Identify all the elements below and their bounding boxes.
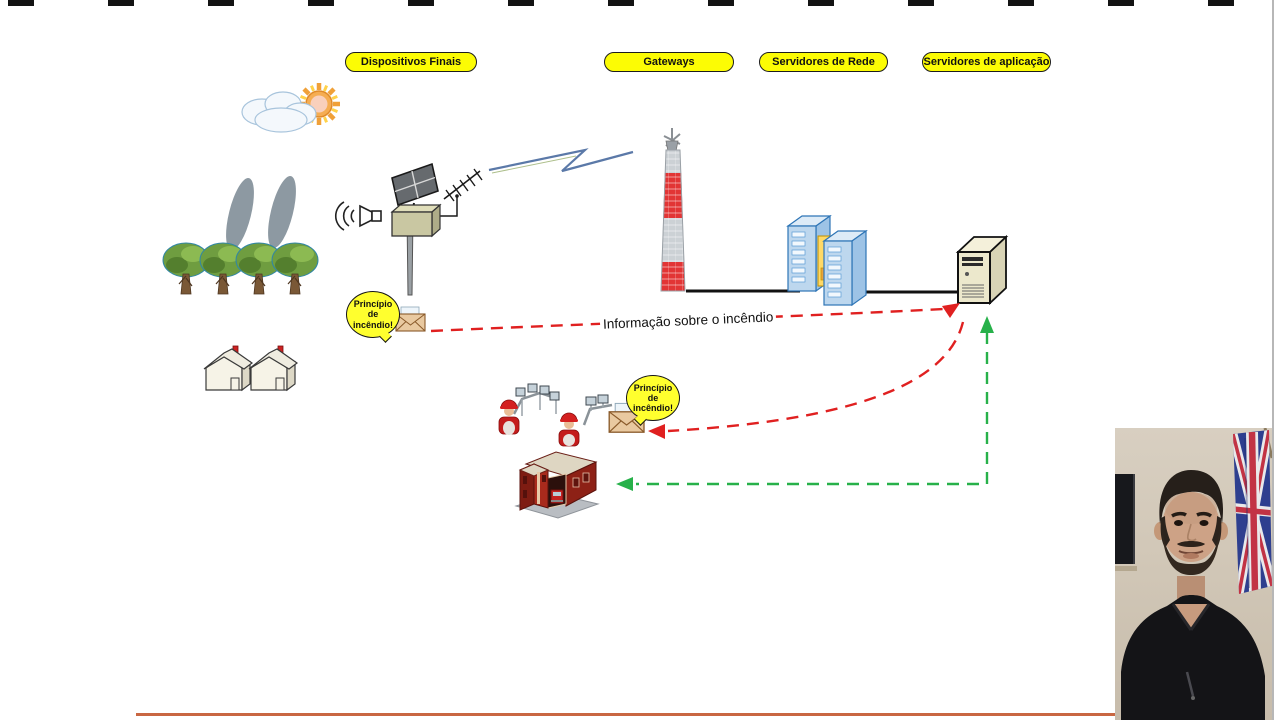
response-flow-arrow xyxy=(616,316,994,491)
tv-screen xyxy=(1115,474,1137,571)
station-alert-callout: Princípio de incêndio! xyxy=(626,375,680,421)
alert-flow-arrow-to-station xyxy=(648,321,965,439)
application-server-icon xyxy=(955,234,1009,306)
radio-link-icon xyxy=(488,148,634,174)
presenter-webcam-art xyxy=(1115,428,1272,720)
station-alert-line1: Princípio xyxy=(633,382,673,393)
backhaul-line xyxy=(686,289,957,294)
station-alert-line2: de xyxy=(647,392,659,403)
top-dashed-border xyxy=(8,0,1272,6)
forest-icon xyxy=(162,242,319,295)
stage-label-servidores-de-aplicacao: Servidores de aplicação xyxy=(922,52,1051,72)
presenter-webcam xyxy=(1115,428,1272,720)
siren-speaker-icon xyxy=(335,201,382,231)
alert-envelope-icon-device xyxy=(395,306,426,332)
bottom-accent-rule xyxy=(136,713,1272,716)
radio-tower-icon xyxy=(660,128,686,292)
houses-icon xyxy=(203,345,298,391)
stage-label-servidores-de-rede: Servidores de Rede xyxy=(759,52,888,72)
server-rack-icon xyxy=(786,214,868,307)
smoke-plumes-icon xyxy=(226,176,296,250)
uk-flag-icon xyxy=(1233,428,1272,594)
presenter-person xyxy=(1121,470,1265,720)
device-alert-line3: incêndio! xyxy=(353,319,393,330)
device-alert-line2: de xyxy=(367,309,379,320)
sensor-station-icon xyxy=(390,162,483,296)
stage-label-dispositivos-finais: Dispositivos Finais xyxy=(345,52,477,72)
operators-icon xyxy=(498,383,613,447)
cloud-sun-icon xyxy=(241,83,340,133)
stage-label-gateways: Gateways xyxy=(604,52,734,72)
device-alert-callout: Princípio de incêndio! xyxy=(346,291,400,338)
fire-station-icon xyxy=(514,451,600,519)
device-alert-line1: Princípio xyxy=(353,299,393,310)
station-alert-line3: incêndio! xyxy=(633,403,673,414)
alert-flow-arrow-to-server xyxy=(430,303,960,333)
right-edge-strip xyxy=(1272,0,1280,720)
